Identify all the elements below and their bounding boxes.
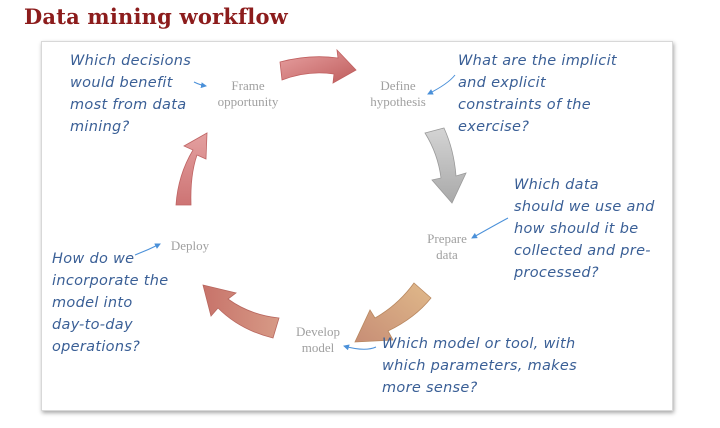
stage-develop-label: Develop model — [295, 324, 341, 355]
page-title: Data mining workflow — [24, 4, 288, 29]
arrow-frame-to-define — [279, 48, 357, 84]
note-deploy: How do we incorporate the model into day… — [52, 251, 169, 355]
connector-develop-icon — [343, 344, 377, 351]
stage-define-label: Define hypothesis — [370, 78, 426, 109]
note-define: What are the implicit and explicit const… — [458, 53, 617, 135]
connector-define-icon — [427, 74, 456, 95]
workflow-panel — [41, 41, 673, 411]
stage-deploy-label: Deploy — [170, 238, 210, 253]
stage-frame-label: Frame opportunity — [217, 78, 279, 109]
connector-prepare-icon — [471, 217, 509, 239]
note-develop: Which model or tool, with which paramete… — [382, 336, 577, 396]
connector-frame-icon — [193, 81, 207, 89]
arrow-prepare-to-develop — [354, 282, 432, 343]
arrow-develop-to-deploy — [202, 284, 280, 339]
connector-deploy-icon — [134, 243, 161, 256]
arrow-define-to-prepare — [424, 127, 467, 204]
stage-prepare-label: Prepare data — [427, 231, 467, 262]
note-frame: Which decisions would benefit most from … — [70, 53, 192, 135]
note-prepare: Which data should we use and how should … — [514, 177, 655, 281]
arrow-deploy-to-frame — [175, 132, 208, 206]
